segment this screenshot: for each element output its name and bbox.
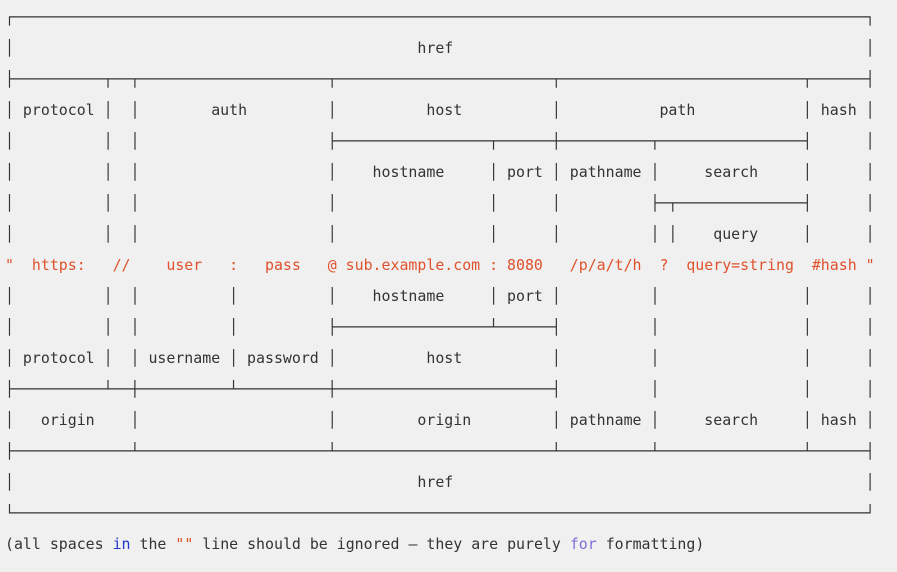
note-empty-quotes: "" [175,535,194,553]
url-structure-diagram: ┌───────────────────────────────────────… [5,8,897,560]
diagram-row-protocol-auth-host-path-hash: │ protocol │ │ auth │ host │ path │ hash… [5,101,875,119]
diagram-divider-href-merge: ├─────────────┴─────────────────────┴───… [5,442,875,460]
diagram-row-protocol-username-password-host: │ protocol │ │ username │ password │ hos… [5,349,875,367]
note-text-3: line should be ignored — they are purely [193,535,570,553]
diagram-border-top: ┌───────────────────────────────────────… [5,8,875,26]
note-text-4: formatting) [596,535,705,553]
note-text-2: the [130,535,176,553]
diagram-row-href-top: │ href │ [5,39,875,57]
diagram-divider-hostname-port-pathname-search: │ │ │ ├─────────────────┬──────┼────────… [5,132,875,150]
diagram-row-origin-pathname-search-hash: │ origin │ │ origin │ pathname │ search … [5,411,875,429]
diagram-row-hostname-port-lower: │ │ │ │ │ hostname │ port │ │ │ │ [5,287,875,305]
diagram-row-href-bottom: │ href │ [5,473,875,491]
formatting-note: (all spaces in the "" line should be ign… [5,529,897,560]
url-string: " https: // user : pass @ sub.example.co… [5,256,875,274]
diagram-divider-origin: ├──────────┴──┼──────────┴──────────┼───… [5,380,875,398]
note-keyword-for: for [569,535,597,553]
diagram-row-query: │ │ │ │ │ │ │ │ query │ │ [5,225,875,243]
diagram-border-bottom: └───────────────────────────────────────… [5,504,875,522]
diagram-row-hostname-port-pathname-search: │ │ │ │ hostname │ port │ pathname │ sea… [5,163,875,181]
note-text-1: (all spaces [5,535,113,553]
diagram-divider: ├──────────┬──┬─────────────────────┬───… [5,70,875,88]
diagram-divider-host-merge: │ │ │ │ ├─────────────────┴──────┤ │ │ │ [5,318,875,336]
diagram-divider-query: │ │ │ │ │ │ ├─┬──────────────┤ │ [5,194,875,212]
url-example-line: " https: // user : pass @ sub.example.co… [5,250,897,281]
note-keyword-in: in [112,535,131,553]
